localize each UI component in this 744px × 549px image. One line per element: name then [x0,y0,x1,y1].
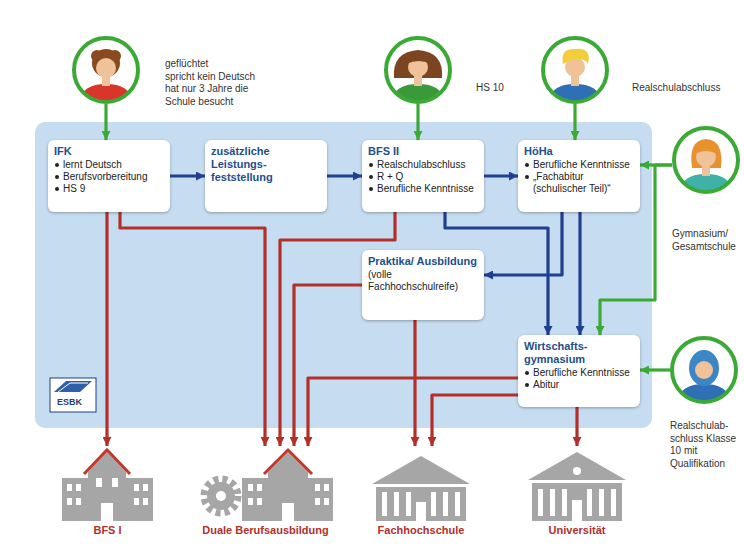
bullet-item: Abitur [524,379,634,391]
esbk-logo [50,378,96,412]
person-circle: Realschulab- schluss Klasse 10 mit Quali… [670,336,738,404]
bullet-item: HS 9 [54,183,164,195]
course-box: HöHaBerufliche Kenntnisse„Fachabitur (sc… [518,140,640,212]
destination-label: Duale Berufsausbildung [202,524,329,537]
course-box: BFS IIRealschulabschlussR + QBerufliche … [362,140,484,212]
person-description: hat nur 3 Jahre die Schule besucht [165,83,277,108]
flow-arrow [575,407,578,446]
person-circle: HS 10 [384,36,452,104]
destination-label: Fachhochschule [378,524,465,537]
destination-building: BFS I [60,446,155,538]
course-box: Wirtschafts- gymnasiumBerufliche Kenntni… [518,335,640,407]
flow-arrow [413,320,416,446]
bullet-item: Berufliche Kenntnisse [524,159,634,171]
university-of-applied-sciences-building [372,456,470,521]
person-description: Realschulabschluss [632,82,742,95]
university-building [528,452,626,521]
box-text: (volle Fachhochschulreife) [368,269,478,293]
destination-label: Universität [549,524,606,537]
person-figure [674,128,738,194]
bullet-item: Realschulabschluss [368,159,478,171]
flow-arrow [104,104,107,140]
destination-building: Universität [528,446,626,538]
flow-arrow [484,174,518,177]
box-heading: IFK [54,145,164,158]
bullet-item: Berufliche Kenntnisse [368,183,478,195]
flow-arrow [120,212,265,446]
flow-arrow [573,104,576,140]
box-heading: HöHa [524,145,634,158]
flow-arrow [640,368,670,371]
flow-arrow [294,285,362,446]
dual-training-building [204,450,333,521]
person-description: geflüchtet [165,58,277,71]
box-heading: zusätzliche Leistungs- feststellung [211,145,321,184]
vocational-school-building [62,450,153,521]
flow-arrow [484,212,562,275]
flow-arrow [280,212,395,446]
process-box: zusätzliche Leistungs- feststellung [205,140,327,212]
bullet-item: R + Q [368,171,478,183]
person-figure [672,338,736,404]
flow-arrow [170,174,205,177]
person-figure [543,38,607,104]
flow-arrow [432,395,518,446]
destination-building: Duale Berufsausbildung [198,446,333,538]
destination-label: BFS I [93,524,121,537]
box-heading: Wirtschafts- gymnasium [524,340,634,366]
course-box: Praktika/ Ausbildung(volle Fachhochschul… [362,250,484,320]
flow-arrow [578,212,581,335]
logo-text: ESBK [57,397,82,407]
person-figure [74,38,138,104]
bullet-item: Berufliche Kenntnisse [524,367,634,379]
person-circle: geflüchtetspricht kein Deutschhat nur 3 … [72,36,140,104]
box-heading: BFS II [368,145,478,158]
person-description: HS 10 [476,82,536,95]
bullet-item: lernt Deutsch [54,159,164,171]
flow-arrow [327,174,362,177]
course-box: IFKlernt DeutschBerufsvorbereitungHS 9 [48,140,170,212]
person-circle: Realschulabschluss [541,36,609,104]
person-circle: Gymnasium/ Gesamtschule [672,126,740,194]
flow-arrow [416,104,419,140]
person-description: spricht kein Deutsch [165,71,277,84]
box-heading: Praktika/ Ausbildung [368,255,478,268]
person-figure [386,38,450,104]
flow-arrow [105,212,108,446]
bullet-item: „Fachabitur (schulischer Teil)“ [524,171,634,195]
bullet-item: Berufsvorbereitung [54,171,164,183]
school-panel [35,122,652,428]
person-description: Gymnasium/ Gesamtschule [672,228,742,253]
destination-building: Fachhochschule [372,446,470,538]
person-description: Realschulab- schluss Klasse 10 mit Quali… [670,420,740,470]
flow-arrow [308,378,518,446]
